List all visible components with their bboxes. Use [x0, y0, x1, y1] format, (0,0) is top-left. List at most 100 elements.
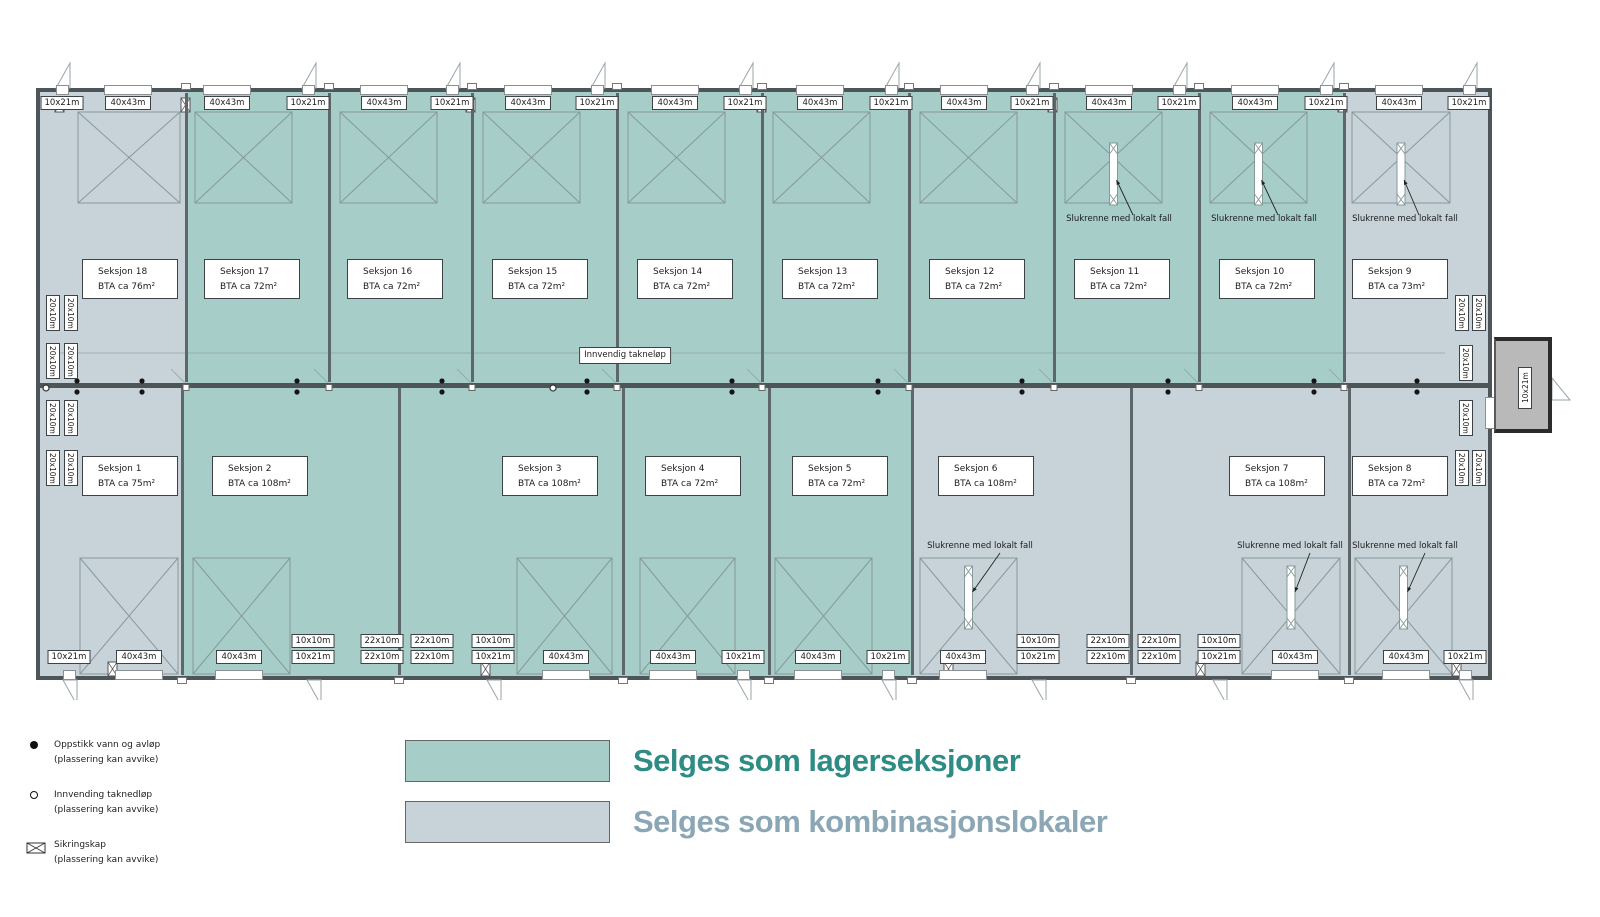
door-opening: [203, 85, 251, 95]
door-opening: [1271, 670, 1319, 680]
door-size-label: 40x43m: [940, 650, 986, 664]
door-size-label: 10x21m: [430, 96, 474, 110]
door-opening: [1458, 670, 1472, 680]
section-seksjon-9: [1344, 90, 1490, 385]
wall-tab: [907, 677, 917, 684]
legend-item-sikringskap: Sikringskap (plassering kan avvike): [26, 838, 160, 868]
roof-drain-note: Innvendig takneløp: [579, 347, 671, 364]
crossed-box-icon: [26, 842, 46, 860]
door-opening: [55, 85, 69, 95]
door-size-label: 10x21m: [575, 96, 619, 110]
section-name: Seksjon 10: [1235, 267, 1285, 277]
door-size-label: 10x10m: [471, 634, 515, 648]
section-divider: [1342, 93, 1346, 382]
door-size-label: 10x21m: [1197, 650, 1241, 664]
section-name: Seksjon 18: [98, 267, 148, 277]
section-name: Seksjon 17: [220, 267, 270, 277]
section-area: BTA ca 72m²: [661, 479, 719, 489]
side-door-label: 20x10m: [46, 450, 60, 486]
door-opening: [939, 670, 987, 680]
kombi-swatch: [405, 801, 610, 843]
section-divider: [184, 93, 188, 382]
section-name: Seksjon 4: [661, 464, 705, 474]
section-area: BTA ca 73m²: [1368, 282, 1426, 292]
section-divider: [397, 388, 401, 675]
door-opening: [590, 85, 604, 95]
door-opening: [1462, 85, 1476, 95]
section-name: Seksjon 6: [954, 464, 998, 474]
wall-tab: [757, 83, 767, 90]
section-divider: [180, 388, 184, 675]
door-size-label: 40x43m: [652, 96, 698, 110]
door-opening: [884, 85, 898, 95]
door-opening: [360, 85, 408, 95]
slukrenne-note: Slukrenne med lokalt fall: [1352, 214, 1458, 224]
section-name: Seksjon 14: [653, 267, 703, 277]
section-name: Seksjon 9: [1368, 267, 1412, 277]
section-label: Seksjon 17 BTA ca 72m²: [204, 259, 300, 299]
section-name: Seksjon 15: [508, 267, 558, 277]
section-name: Seksjon 13: [798, 267, 848, 277]
section-area: BTA ca 108m²: [228, 479, 291, 489]
door-swing: [1551, 376, 1572, 401]
legend-item-label: Oppstikk vann og avløp: [54, 740, 161, 750]
section-name: Seksjon 5: [808, 464, 852, 474]
door-size-label: 40x43m: [105, 96, 151, 110]
legend-item-note: (plassering kan avvike): [54, 855, 159, 865]
section-name: Seksjon 3: [518, 464, 562, 474]
door-opening: [1319, 85, 1333, 95]
door-size-label: 40x43m: [1232, 96, 1278, 110]
section-area: BTA ca 75m²: [98, 479, 156, 489]
wall-post: [1340, 384, 1348, 391]
section-label: Seksjon 18 BTA ca 76m²: [82, 259, 178, 299]
door-size-label: 22x10m: [410, 650, 454, 664]
door-swing: [486, 679, 502, 700]
door-size-label: 10x21m: [1157, 96, 1201, 110]
filled-dot-icon: [30, 741, 38, 749]
door-swing: [62, 679, 78, 700]
door-size-label: 40x43m: [1086, 96, 1132, 110]
wall-tab: [1339, 83, 1349, 90]
building-plan: 10x21m Innvendig takneløp Seksjon 18 BTA …: [36, 61, 1572, 700]
kombi-category-title: Selges som kombinasjonslokaler: [633, 804, 1108, 839]
open-dot-icon: [30, 791, 38, 799]
door-size-label: 40x43m: [795, 650, 841, 664]
door-size-label: 10x21m: [721, 650, 765, 664]
door-opening: [115, 670, 163, 680]
door-size-label: 10x21m: [1304, 96, 1348, 110]
legend-item-label: Innvending taknedløp: [54, 790, 153, 800]
section-divider: [1197, 93, 1201, 382]
side-door-label: 20x10m: [64, 400, 78, 436]
section-divider: [1347, 388, 1351, 675]
section-seksjon-14: [617, 90, 762, 385]
section-name: Seksjon 12: [945, 267, 995, 277]
section-area: BTA ca 72m²: [220, 282, 278, 292]
door-swing: [306, 679, 322, 700]
wall-tab: [612, 83, 622, 90]
door-opening: [104, 85, 152, 95]
section-area: BTA ca 76m²: [98, 282, 156, 292]
section-area: BTA ca 72m²: [363, 282, 421, 292]
annex-door-label: 10x21m: [1518, 367, 1532, 409]
door-size-label: 22x10m: [1137, 650, 1181, 664]
door-size-label: 10x21m: [1447, 96, 1491, 110]
wall-post: [613, 384, 621, 391]
door-opening: [1375, 85, 1423, 95]
door-size-label: 22x10m: [360, 634, 404, 648]
door-size-label: 22x10m: [1086, 634, 1130, 648]
section-divider: [1052, 93, 1056, 382]
section-divider: [470, 93, 474, 382]
side-door-label: 20x10m: [46, 343, 60, 379]
symbol-legend: Oppstikk vann og avløp (plassering kan a…: [26, 738, 161, 888]
door-size-label: 10x21m: [723, 96, 767, 110]
section-area: BTA ca 108m²: [954, 479, 1017, 489]
legend-item-label: Sikringskap: [54, 840, 107, 850]
door-swing: [736, 679, 752, 700]
door-size-label: 10x21m: [40, 96, 84, 110]
